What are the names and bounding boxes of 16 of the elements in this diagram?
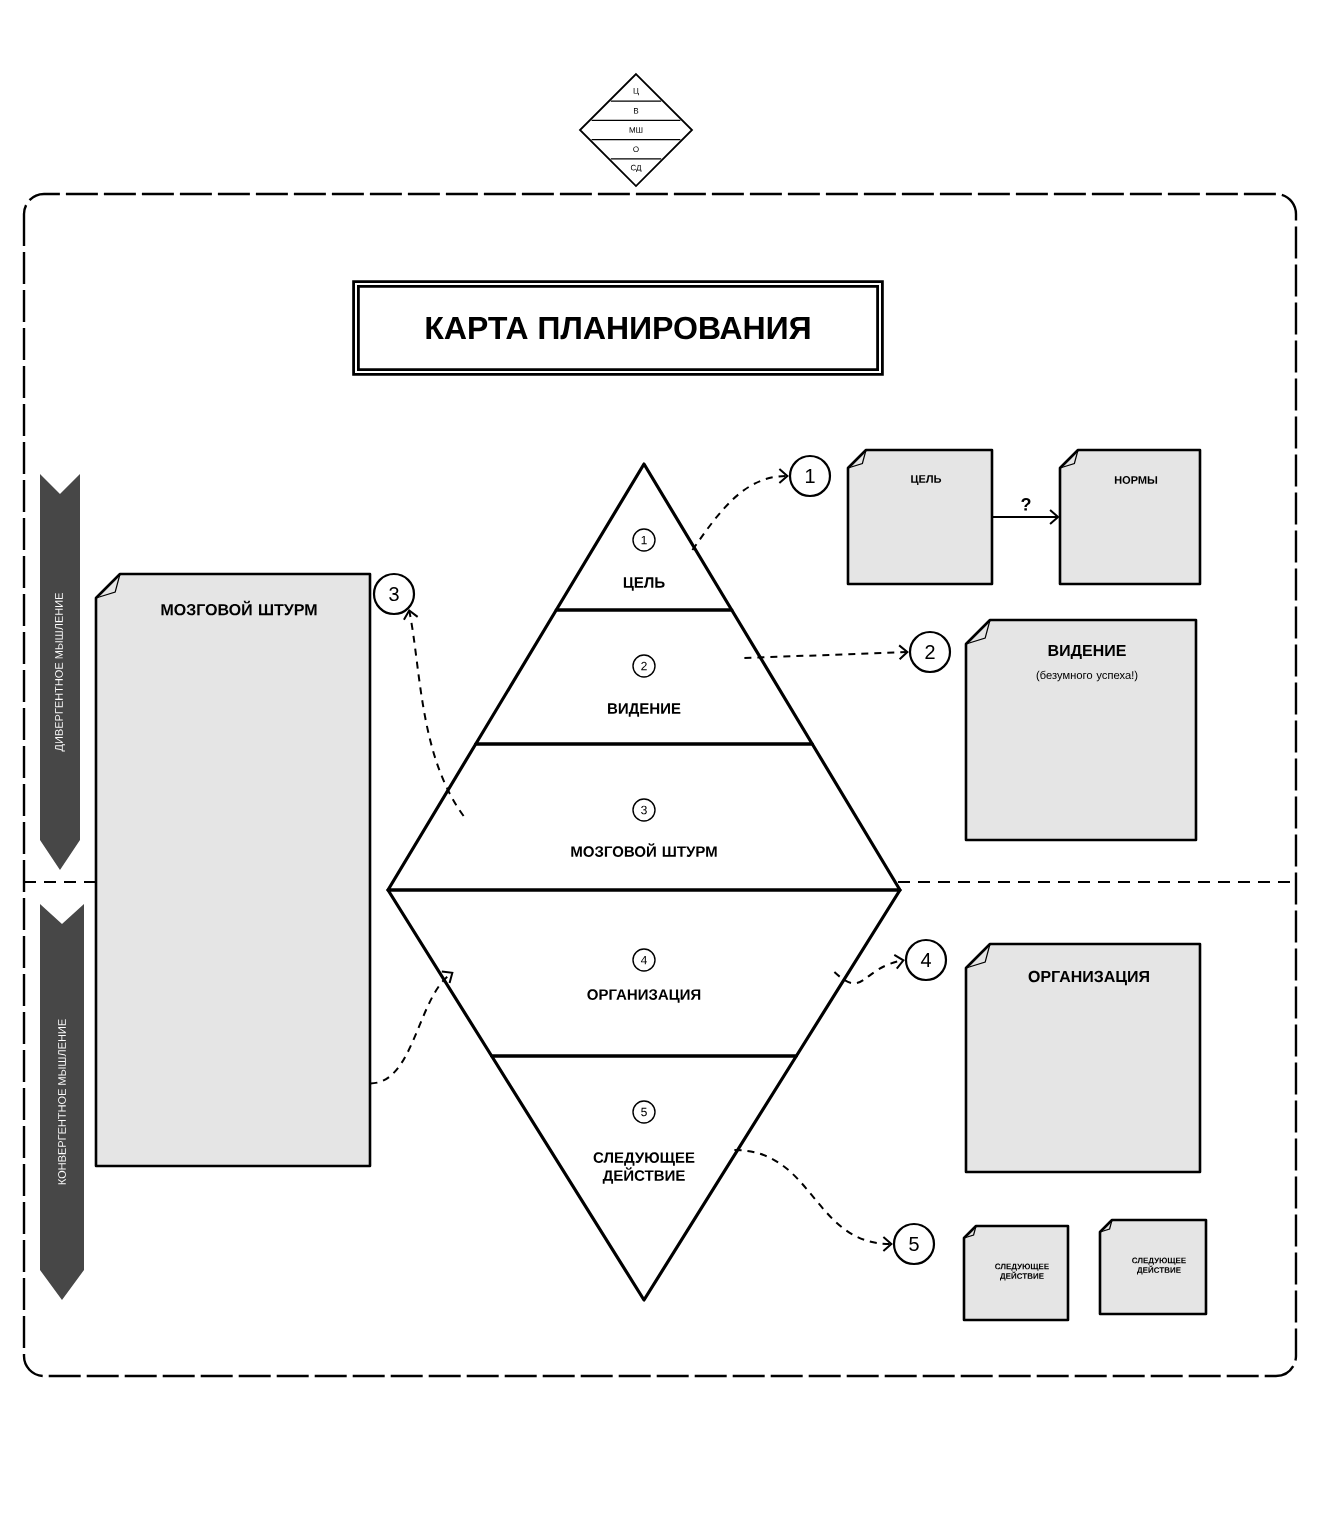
sticky-note: МОЗГОВОЙ ШТУРМ (94, 572, 372, 1168)
callout-number: 2 (908, 630, 952, 674)
arrow (991, 509, 1060, 525)
callout-number: 3 (372, 572, 416, 616)
arrow (691, 468, 789, 551)
arrow (833, 953, 905, 985)
arrow (733, 1149, 893, 1252)
arrow (402, 608, 465, 817)
edge-label: ? (1018, 496, 1034, 513)
callout-number: 4 (904, 938, 948, 982)
arrow (369, 970, 454, 1085)
arrow (743, 644, 909, 661)
sticky-note: ОРГАНИЗАЦИЯ (964, 942, 1202, 1174)
callout-number: 5 (892, 1222, 936, 1266)
title-box: КАРТА ПЛАНИРОВАНИЯ (352, 280, 884, 376)
callout-number: 1 (788, 454, 832, 498)
